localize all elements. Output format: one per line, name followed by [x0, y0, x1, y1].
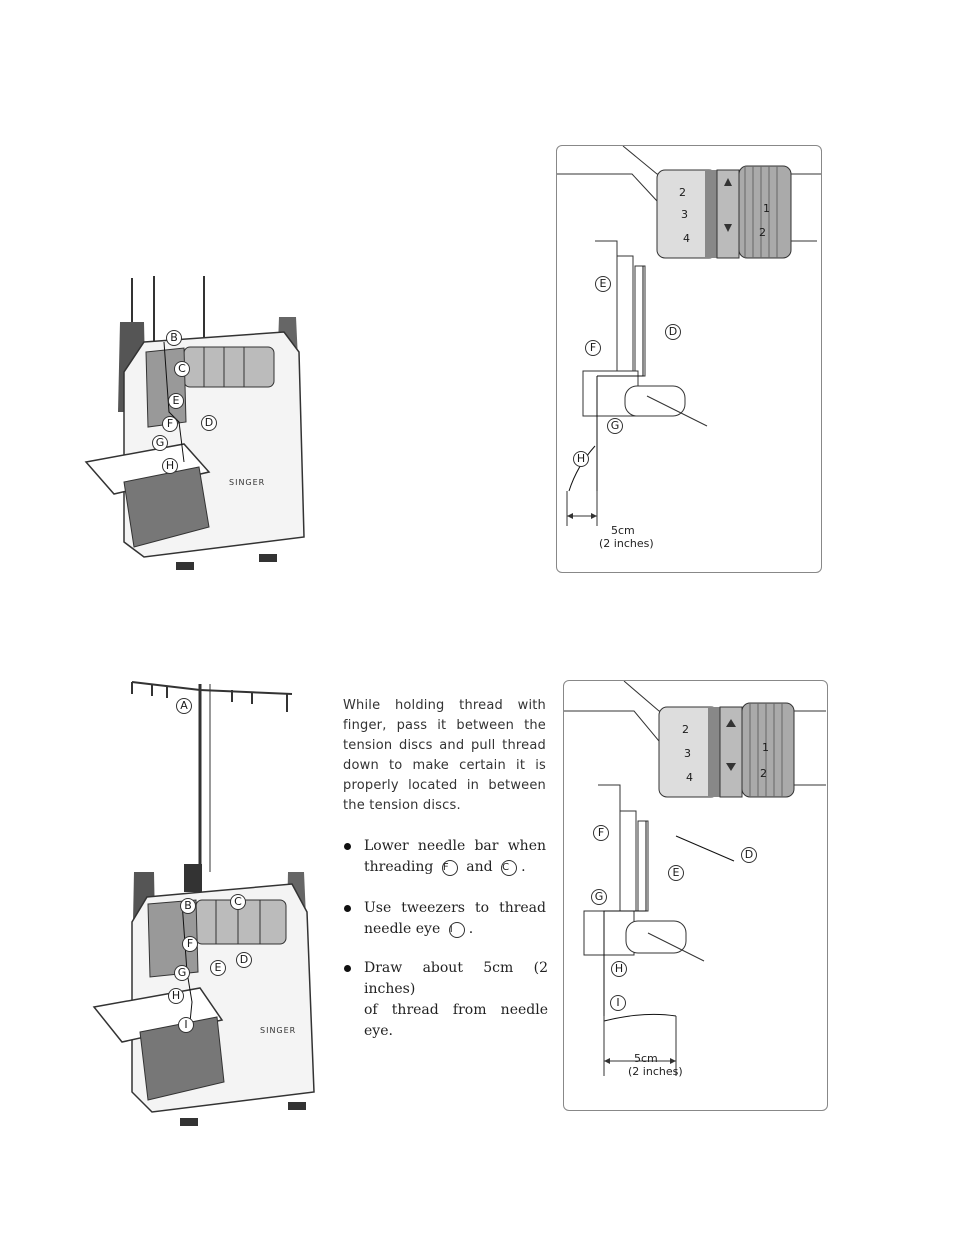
dial-num-2: 2 — [679, 186, 686, 199]
label-h: H — [573, 451, 589, 467]
label-a: A — [176, 698, 192, 714]
label-g: G — [152, 435, 168, 451]
paragraph-line-4: down to make certain it is — [343, 758, 546, 773]
dial-num-3: 3 — [681, 208, 688, 221]
dial-num-2b: 2 — [760, 767, 767, 780]
closeup-illustration-top: 2 3 4 1 2 E D F G H 5cm (2 inches) — [556, 145, 822, 573]
ref-f: F — [441, 860, 458, 876]
label-i: I — [178, 1017, 194, 1033]
label-c: C — [230, 894, 246, 910]
paragraph-line-6: the tension discs. — [343, 798, 461, 813]
label-e: E — [210, 960, 226, 976]
bullet1-and: and — [466, 859, 493, 875]
bullet1-end: . — [521, 859, 526, 875]
label-i: I — [610, 995, 626, 1011]
machine-overview-illustration-bottom: A B C F D G E H I SINGER — [92, 672, 324, 1132]
bullet2-line2: needle eye I. — [364, 919, 546, 940]
instruction-paragraph: While holding thread with finger, pass i… — [343, 696, 546, 816]
bullet-dot — [344, 843, 351, 850]
label-h: H — [611, 961, 627, 977]
measurement-label: 5cm (2 inches) — [628, 1052, 683, 1078]
label-b: B — [180, 898, 196, 914]
label-f: F — [162, 416, 178, 432]
paragraph-line-2: finger, pass it between the — [343, 718, 546, 733]
label-d: D — [665, 324, 681, 340]
label-h: H — [168, 988, 184, 1004]
dial-num-2: 2 — [682, 723, 689, 736]
measurement-inches: (2 inches) — [628, 1065, 683, 1078]
bullet3-line2: of thread from needle eye. — [364, 1002, 548, 1039]
label-f: F — [182, 936, 198, 952]
measurement-cm: 5cm — [611, 524, 635, 537]
bullet2-line1: Use tweezers to thread — [364, 900, 546, 916]
label-e: E — [668, 865, 684, 881]
measurement-inches: (2 inches) — [599, 537, 654, 550]
paragraph-line-3: tension discs and pull thread — [343, 738, 546, 753]
bullet-lower-needle-bar: Lower needle bar when threading F and C. — [344, 836, 546, 878]
label-g: G — [591, 889, 607, 905]
paragraph-line-1: While holding thread with — [343, 698, 546, 713]
bullet3-line1: Draw about 5cm (2 inches) — [364, 960, 548, 997]
bullet1-threading: threading — [364, 859, 434, 875]
bullet2-needle-eye: needle eye — [364, 921, 441, 937]
machine-overview-illustration-top: B C E F D G H SINGER — [84, 272, 316, 580]
label-b: B — [166, 330, 182, 346]
brand-logo: SINGER — [229, 478, 266, 487]
label-d: D — [741, 847, 757, 863]
ref-c: C — [501, 860, 518, 876]
measurement-cm: 5cm — [634, 1052, 658, 1065]
dial-num-3: 3 — [684, 747, 691, 760]
bullet2-end: . — [468, 921, 474, 937]
measurement-label: 5cm (2 inches) — [599, 524, 654, 550]
label-c: C — [174, 361, 190, 377]
paragraph-line-5: properly located in between — [343, 778, 546, 793]
label-g: G — [607, 418, 623, 434]
ref-i: I — [448, 922, 465, 938]
label-f: F — [585, 340, 601, 356]
closeup-illustration-bottom: 2 3 4 1 2 F D E G H I 5cm (2 inches) — [563, 680, 828, 1111]
bullet1-line1: Lower needle bar when — [364, 838, 546, 854]
bullet-dot — [344, 965, 351, 972]
bullet-dot — [344, 905, 351, 912]
label-e: E — [168, 393, 184, 409]
label-d: D — [236, 952, 252, 968]
dial-num-1: 1 — [762, 741, 769, 754]
dial-num-4: 4 — [683, 232, 690, 245]
bullet1-line2: threading F and C. — [364, 857, 546, 878]
dial-num-1: 1 — [763, 202, 770, 215]
label-d: D — [201, 415, 217, 431]
label-e: E — [595, 276, 611, 292]
bullet-use-tweezers: Use tweezers to thread needle eye I. — [344, 898, 546, 940]
label-g: G — [174, 965, 190, 981]
label-h: H — [162, 458, 178, 474]
label-f: F — [593, 825, 609, 841]
dial-num-4: 4 — [686, 771, 693, 784]
bullet-draw-thread: Draw about 5cm (2 inches) of thread from… — [344, 958, 548, 1042]
brand-logo: SINGER — [260, 1026, 297, 1035]
dial-num-2b: 2 — [759, 226, 766, 239]
